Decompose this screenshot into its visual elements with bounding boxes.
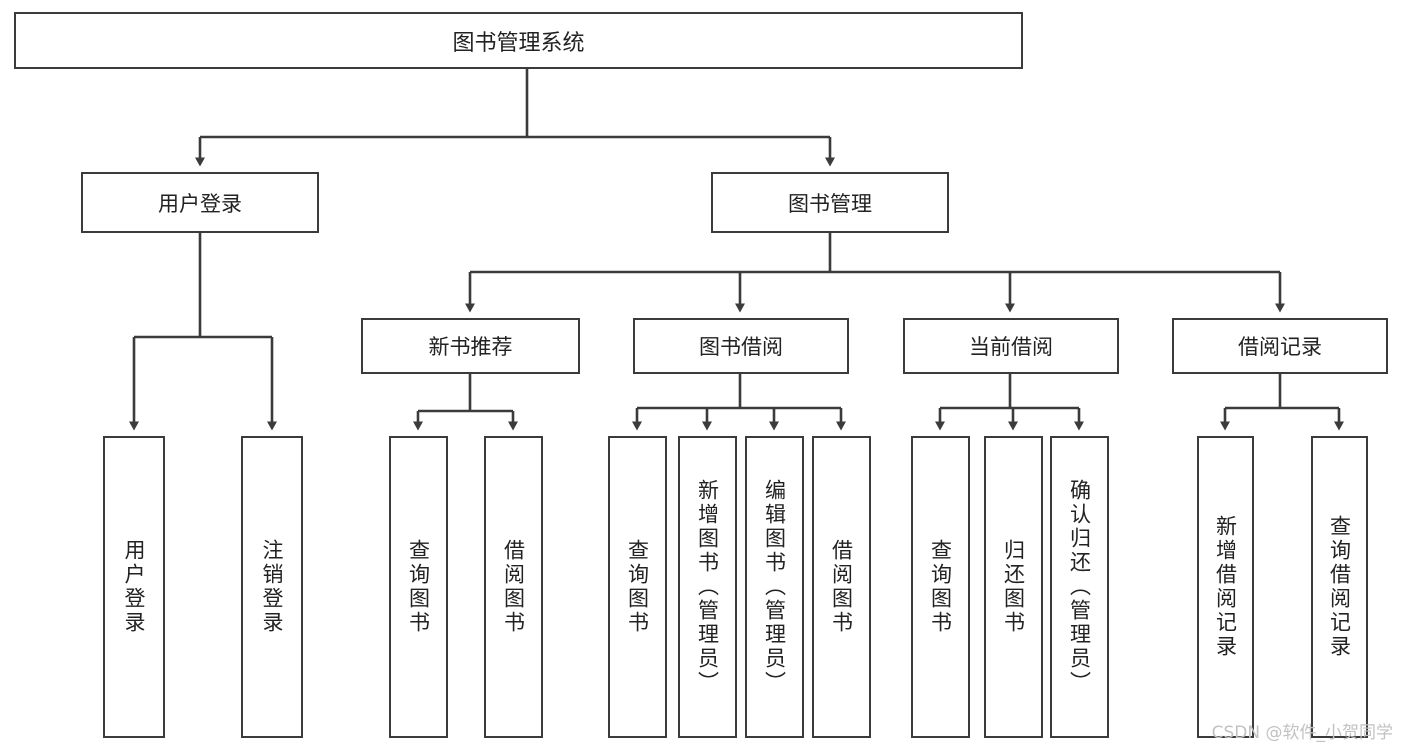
node-label: 用户登录 — [122, 539, 147, 635]
leaf-query-borrow-record[interactable]: 查询借阅记录 — [1311, 436, 1368, 738]
node-book-borrow[interactable]: 图书借阅 — [633, 318, 849, 374]
node-label: 图书借阅 — [699, 335, 783, 359]
leaf-logout-login[interactable]: 注销登录 — [241, 436, 303, 738]
node-label: 新增图书（管理员） — [695, 479, 720, 695]
node-label: 确认归还（管理员） — [1067, 479, 1092, 695]
leaf-query-book-current[interactable]: 查询图书 — [911, 436, 970, 738]
node-label: 查询图书 — [625, 539, 650, 635]
node-root-book-management-system[interactable]: 图书管理系统 — [14, 12, 1023, 69]
node-label: 借阅图书 — [501, 539, 526, 635]
node-label: 用户登录 — [158, 191, 242, 216]
leaf-add-book-admin[interactable]: 新增图书（管理员） — [678, 436, 737, 738]
node-label: 注销登录 — [260, 539, 285, 635]
leaf-edit-book-admin[interactable]: 编辑图书（管理员） — [745, 436, 804, 738]
leaf-user-login[interactable]: 用户登录 — [103, 436, 165, 738]
watermark: CSDN @软件_小贺同学 — [1211, 723, 1393, 743]
node-label: 查询图书 — [406, 539, 431, 635]
node-label: 图书管理 — [788, 191, 872, 216]
leaf-query-book-new[interactable]: 查询图书 — [389, 436, 448, 738]
leaf-borrow-book[interactable]: 借阅图书 — [812, 436, 871, 738]
node-borrow-record[interactable]: 借阅记录 — [1172, 318, 1388, 374]
node-label: 借阅记录 — [1238, 335, 1322, 359]
node-label: 新书推荐 — [428, 335, 513, 359]
node-label: 新增借阅记录 — [1213, 515, 1238, 659]
leaf-confirm-return-admin[interactable]: 确认归还（管理员） — [1050, 436, 1109, 738]
node-new-book-recommend[interactable]: 新书推荐 — [361, 318, 580, 374]
node-label: 归还图书 — [1001, 539, 1026, 635]
leaf-query-book-borrow[interactable]: 查询图书 — [608, 436, 667, 738]
leaf-borrow-book-new[interactable]: 借阅图书 — [484, 436, 543, 738]
node-user-login[interactable]: 用户登录 — [81, 172, 319, 233]
leaf-return-book[interactable]: 归还图书 — [984, 436, 1043, 738]
node-label: 当前借阅 — [969, 335, 1053, 359]
node-label: 图书管理系统 — [452, 30, 585, 56]
node-label: 编辑图书（管理员） — [762, 479, 787, 695]
node-label: 借阅图书 — [829, 539, 854, 635]
node-label: 查询图书 — [928, 539, 953, 635]
node-book-management[interactable]: 图书管理 — [711, 172, 949, 233]
node-label: 查询借阅记录 — [1327, 515, 1352, 659]
node-current-borrow[interactable]: 当前借阅 — [903, 318, 1119, 374]
leaf-add-borrow-record[interactable]: 新增借阅记录 — [1197, 436, 1254, 738]
